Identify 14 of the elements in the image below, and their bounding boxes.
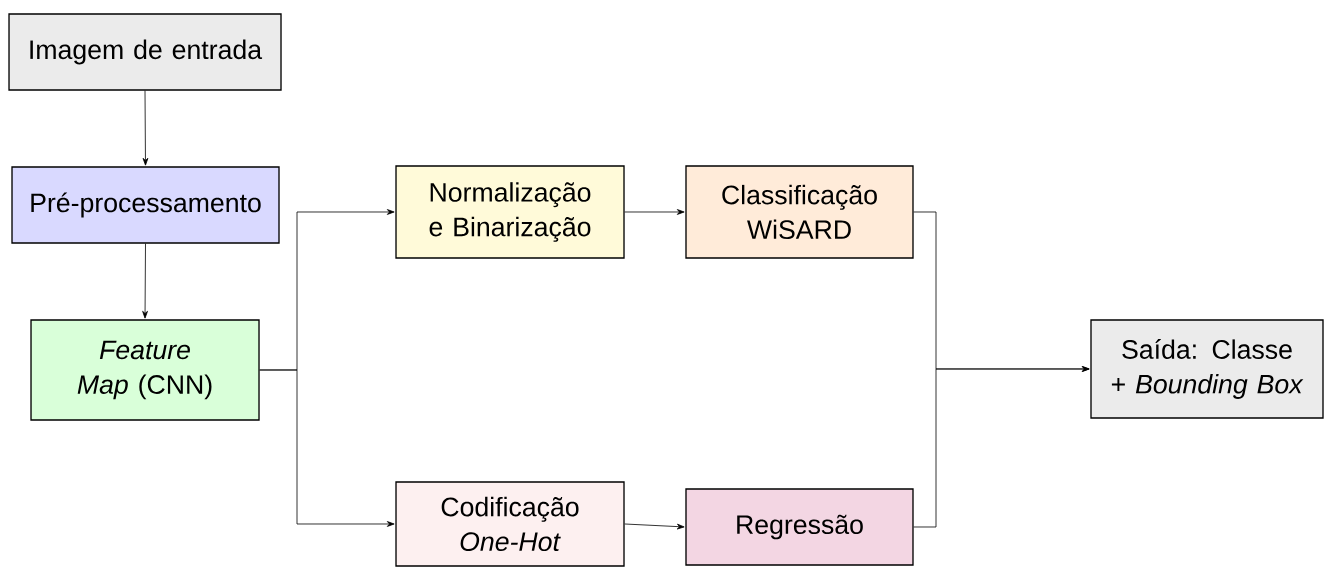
process-box: Pré-processamento bbox=[11, 166, 280, 244]
process-box: Imagem de entrada bbox=[8, 13, 282, 91]
arrow bbox=[259, 369, 395, 527]
process-box: Saída: Classe + Bounding Box bbox=[1090, 319, 1324, 419]
process-box: Regressão bbox=[685, 488, 914, 566]
process-box: Codificação One-Hot bbox=[395, 481, 625, 567]
arrow bbox=[624, 209, 685, 215]
arrow bbox=[142, 90, 149, 166]
arrow bbox=[913, 366, 1090, 528]
arrow bbox=[624, 523, 685, 530]
process-box: Classificação WiSARD bbox=[685, 165, 914, 259]
process-box: Normalização e Binarização bbox=[395, 165, 625, 259]
arrow bbox=[142, 243, 148, 319]
process-box: Feature Map (CNN) bbox=[30, 319, 260, 421]
